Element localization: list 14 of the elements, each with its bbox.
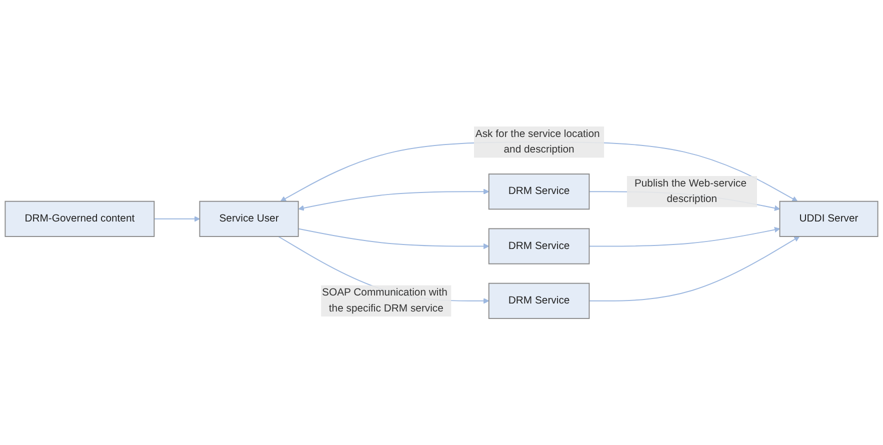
node-box: DRM Service bbox=[488, 228, 590, 264]
arrow bbox=[298, 228, 490, 250]
node-box: Service User bbox=[199, 200, 299, 237]
node-box: UDDI Server bbox=[779, 200, 878, 237]
edge-label: Ask for the service location and description bbox=[475, 128, 600, 156]
edge-label: Publish the Web-service description bbox=[634, 178, 747, 205]
arrow bbox=[588, 226, 780, 247]
node-box: DRM Service bbox=[488, 174, 590, 210]
arrow bbox=[154, 216, 200, 222]
arrow bbox=[298, 188, 490, 211]
node-box: DRM-Governed content bbox=[4, 200, 155, 237]
node-box: DRM Service bbox=[488, 282, 590, 319]
edge-label: SOAP Communication with the specific DRM service bbox=[322, 287, 448, 314]
arrow bbox=[588, 236, 800, 302]
